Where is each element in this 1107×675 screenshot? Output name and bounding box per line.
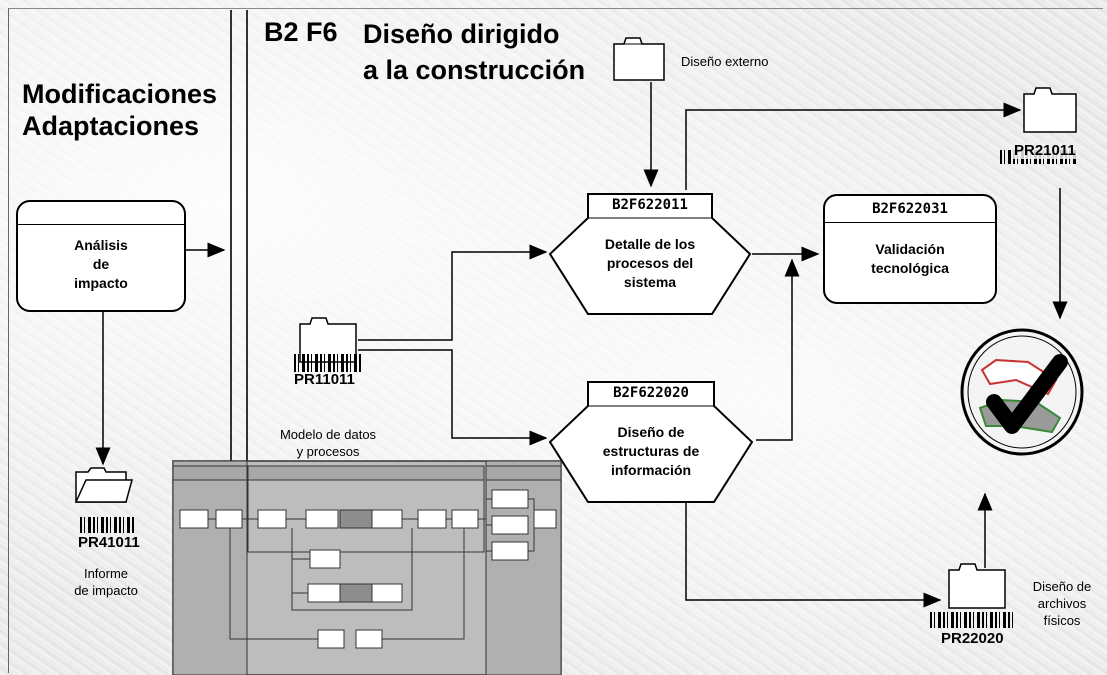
barcode-icon (294, 354, 362, 372)
folder-document-icon (1023, 87, 1077, 133)
process-tech-validation-label: Validación tecnológica (871, 241, 949, 276)
pr41011-code: PR41011 (78, 534, 140, 551)
hexagon-shape (548, 193, 752, 315)
data-process-model-diagram (172, 460, 562, 675)
arrow-detail-to-pr21011 (685, 102, 1022, 190)
process-detail-processes-label: Detalle de los procesos del sistema (604, 236, 696, 290)
process-tech-validation: B2F622031 Validación tecnológica (823, 194, 997, 304)
pr21011-code: PR21011 (1012, 142, 1078, 159)
arrow-structures-to-validation (756, 258, 800, 441)
left-panel-title: Modificaciones Adaptaciones (22, 79, 218, 141)
process-info-structures-code: B2F622020 (613, 385, 689, 401)
diagram-frame (8, 8, 1103, 673)
process-detail-processes-code: B2F622011 (612, 197, 688, 213)
external-design-caption: Diseño externo (681, 54, 769, 69)
phase-title: Diseño dirigido a la construcción (363, 19, 586, 85)
phase-code: B2 F6 (264, 17, 338, 47)
process-info-structures-label: Diseño de estructuras de información (602, 424, 700, 478)
approval-check-icon (960, 328, 1084, 456)
model-caption: Modelo de datos y procesos (279, 427, 377, 459)
process-detail-processes: B2F622011 Detalle de los procesos del si… (548, 192, 752, 316)
arrow-structures-to-pr22020 (685, 490, 942, 608)
folder-document-icon (948, 563, 1006, 609)
folder-document-icon (613, 37, 665, 81)
arrow-pr11011-to-detail (358, 244, 548, 341)
barcode-icon (930, 612, 1016, 628)
process-info-structures: B2F622020 Diseño de estructuras de infor… (548, 380, 754, 504)
pr41011-caption: Informe de impacto (74, 566, 138, 598)
open-folder-icon (74, 467, 133, 503)
process-tech-validation-code: B2F622031 (825, 196, 995, 223)
pr22020-caption: Diseño de archivos físicos (1032, 579, 1092, 628)
process-impact-analysis-label: Análisis de impacto (74, 237, 128, 291)
pr11011-code: PR11011 (294, 371, 355, 388)
pr22020-code: PR22020 (941, 630, 1004, 647)
process-header-band (18, 202, 184, 225)
hexagon-shape (548, 381, 754, 503)
barcode-icon (80, 517, 134, 533)
arrow-pr11011-to-structures (358, 349, 548, 446)
process-impact-analysis: Análisis de impacto (16, 200, 186, 312)
